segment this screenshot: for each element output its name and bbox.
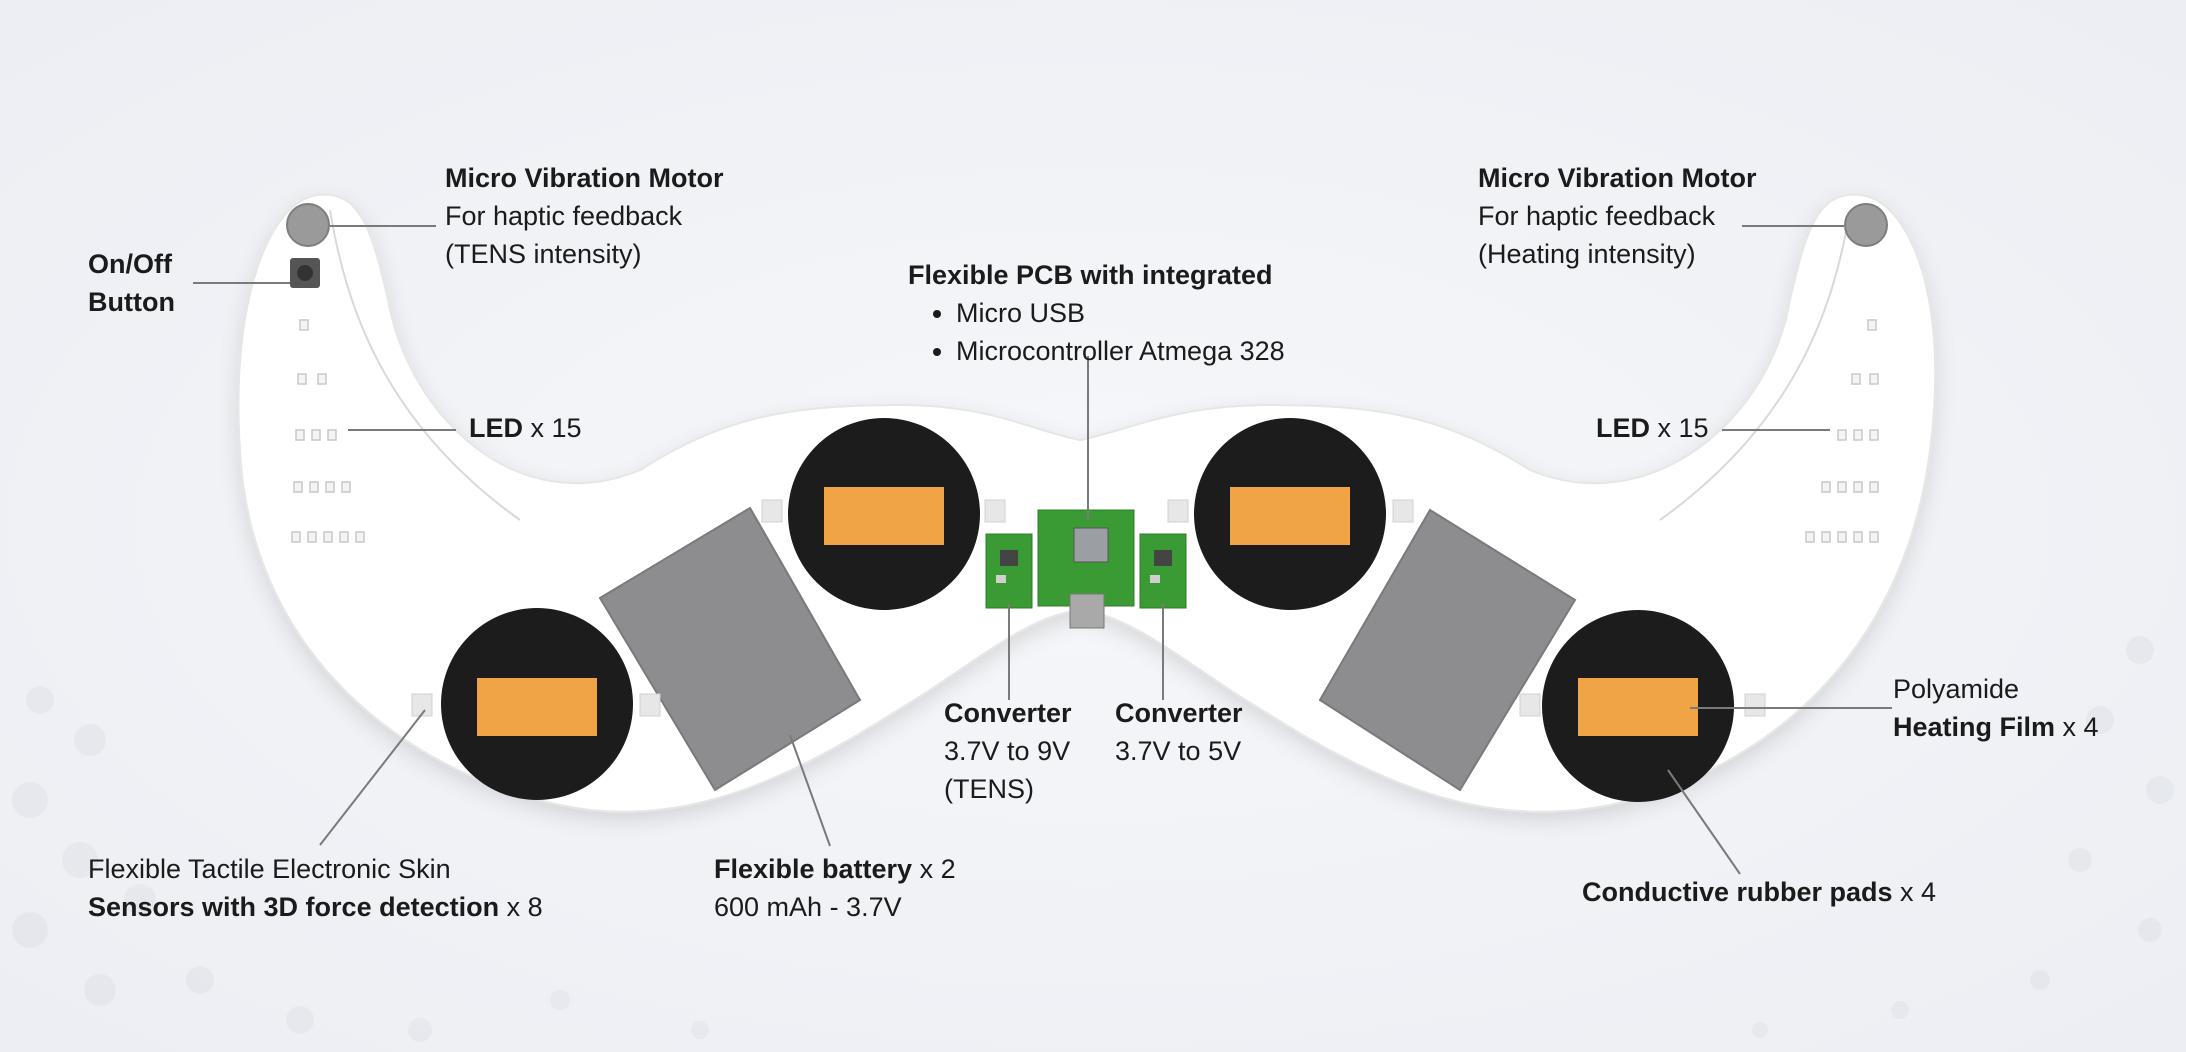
leader-rubber-pads: [1667, 769, 1741, 875]
rubber-pads-suffix: x 4: [1892, 877, 1937, 907]
electrode-4: [1542, 610, 1734, 802]
converter-tens-title: Converter: [944, 698, 1072, 728]
label-motor-left: Micro Vibration Motor For haptic feedbac…: [445, 159, 724, 273]
battery-bold: Flexible battery: [714, 854, 913, 884]
pcb-bullets: Micro USB Microcontroller Atmega 328: [908, 294, 1285, 370]
vibration-motor-right: [1844, 203, 1888, 247]
leader-sensors: [319, 709, 426, 846]
motor-left-line2: For haptic feedback: [445, 201, 683, 231]
main-pcb-board: [1037, 509, 1135, 629]
leds-left: [291, 319, 365, 543]
pcb-bullet-usb: Micro USB: [956, 294, 1285, 332]
label-converter-5v: Converter 3.7V to 5V: [1115, 694, 1243, 770]
sensors-bold: Sensors with 3D force detection: [88, 892, 500, 922]
tactile-sensors: [411, 499, 1766, 717]
leds-right: [1805, 319, 1879, 543]
led-right-bold: LED: [1596, 413, 1650, 443]
label-converter-tens: Converter 3.7V to 9V (TENS): [944, 694, 1072, 808]
body-contour-left: [329, 209, 521, 521]
onoff-line1: On/Off: [88, 249, 172, 279]
leader-battery: [789, 734, 831, 847]
pcb-title: Flexible PCB with integrated: [908, 260, 1273, 290]
converter-tens-line2: 3.7V to 9V: [944, 736, 1071, 766]
electrode-3: [1194, 418, 1386, 610]
motor-left-line3: (TENS intensity): [445, 239, 642, 269]
motor-right-line2: For haptic feedback: [1478, 201, 1716, 231]
converter-5v-title: Converter: [1115, 698, 1243, 728]
battery-line2: 600 mAh - 3.7V: [714, 892, 902, 922]
battery-left: [598, 506, 862, 792]
motor-left-title: Micro Vibration Motor: [445, 163, 724, 193]
led-left-suffix: x 15: [523, 413, 582, 443]
halftone-pattern: [12, 636, 2174, 1042]
label-heating-film: Polyamide Heating Film x 4: [1893, 670, 2099, 746]
body-contour-right: [1659, 209, 1851, 521]
heating-film-suffix: x 4: [2055, 712, 2099, 742]
motor-right-line3: (Heating intensity): [1478, 239, 1696, 269]
onoff-line2: Button: [88, 287, 175, 317]
label-motor-right: Micro Vibration Motor For haptic feedbac…: [1478, 159, 1757, 273]
led-right-suffix: x 15: [1650, 413, 1709, 443]
battery-right: [1318, 508, 1577, 792]
label-led-right: LED x 15: [1596, 409, 1709, 447]
pcb-bullet-mcu: Microcontroller Atmega 328: [956, 332, 1285, 370]
label-led-left: LED x 15: [469, 409, 582, 447]
converter-board-tens: [985, 533, 1033, 609]
converter-board-5v: [1139, 533, 1187, 609]
rubber-pads-bold: Conductive rubber pads: [1582, 877, 1893, 907]
converter-5v-line2: 3.7V to 5V: [1115, 736, 1242, 766]
sensors-suffix: x 8: [499, 892, 543, 922]
label-rubber-pads: Conductive rubber pads x 4: [1582, 873, 1936, 911]
label-onoff: On/Off Button: [88, 245, 175, 321]
motor-right-title: Micro Vibration Motor: [1478, 163, 1757, 193]
converter-tens-line3: (TENS): [944, 774, 1034, 804]
electrode-1: [441, 608, 633, 800]
label-battery: Flexible battery x 2 600 mAh - 3.7V: [714, 850, 956, 926]
heating-film-bold: Heating Film: [1893, 712, 2056, 742]
led-left-bold: LED: [469, 413, 523, 443]
label-sensors: Flexible Tactile Electronic Skin Sensors…: [88, 850, 543, 926]
vibration-motor-left: [286, 203, 330, 247]
leader-lines: [193, 225, 1892, 875]
sensors-line1: Flexible Tactile Electronic Skin: [88, 854, 451, 884]
heating-film-line1: Polyamide: [1893, 674, 2020, 704]
electrode-2: [788, 418, 980, 610]
battery-suffix: x 2: [912, 854, 956, 884]
label-pcb: Flexible PCB with integrated Micro USB M…: [908, 256, 1285, 370]
onoff-button: [290, 258, 320, 288]
